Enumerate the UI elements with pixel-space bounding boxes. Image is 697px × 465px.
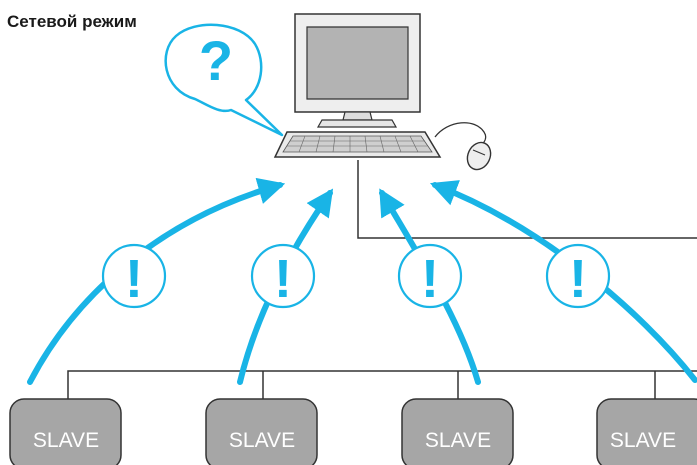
ack-mark: ! — [274, 249, 292, 309]
slave-label: SLAVE — [425, 429, 491, 452]
ack-mark: ! — [421, 249, 439, 309]
speech-bubble-icon — [164, 23, 284, 137]
slave-node: SLAVE — [205, 398, 318, 465]
ack-mark: ! — [569, 249, 587, 309]
ack-circle — [545, 243, 611, 309]
mouse-icon — [466, 141, 492, 171]
slave-node: SLAVE — [596, 398, 697, 465]
slave-label: SLAVE — [610, 429, 676, 452]
ack-circle — [101, 243, 167, 309]
ack-circle — [397, 243, 463, 309]
query-mark: ? — [199, 29, 233, 92]
computer-icon — [273, 13, 487, 158]
slave-label: SLAVE — [229, 429, 295, 452]
slave-node: SLAVE — [9, 398, 122, 465]
ack-circles — [101, 243, 611, 309]
ack-circle — [250, 243, 316, 309]
diagram-title: Сетевой режим — [7, 12, 137, 31]
ack-mark: ! — [125, 249, 143, 309]
slave-label: SLAVE — [33, 429, 99, 452]
slave-node: SLAVE — [401, 398, 514, 465]
network-bus — [67, 160, 697, 400]
